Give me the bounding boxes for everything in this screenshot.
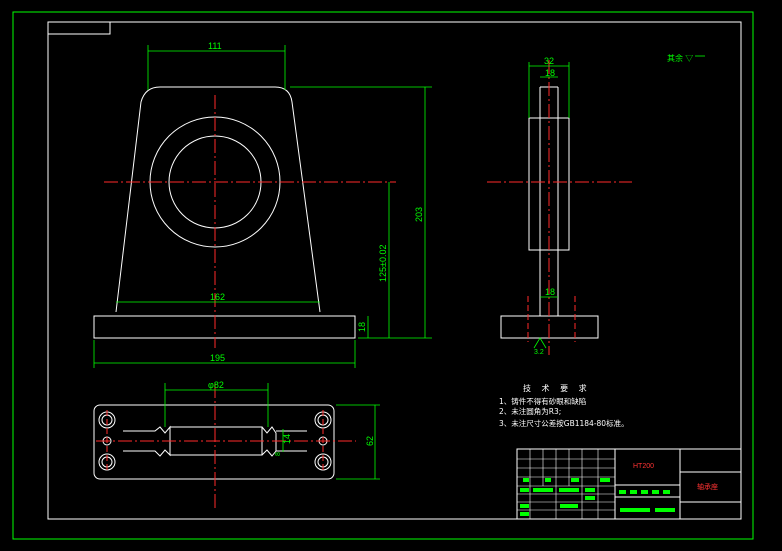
dim-center-height: 125±0.02 [378, 245, 388, 282]
top-right-seal [261, 426, 307, 457]
dim-base-thickness: 18 [357, 322, 367, 332]
dim-bore-diameter: φ82 [208, 380, 224, 390]
technical-requirements: 技 术 要 求 1、铸件不得有砂眼和缺陷 2、未注圆角为R3; 3、未注尺寸公差… [499, 383, 629, 428]
title-block: HT200 轴承座 [516, 448, 742, 520]
surface-finish-note: 其余 ▽ [667, 53, 693, 63]
dim-side-inner: 18 [545, 68, 555, 78]
top-view: φ82 14 8 62 [93, 380, 380, 510]
tech-req-title: 技 术 要 求 [523, 383, 591, 393]
dim-base-width: 195 [210, 353, 225, 363]
part-name-label: 轴承座 [697, 482, 718, 491]
top-base-outline [93, 404, 335, 480]
material-label: HT200 [633, 463, 654, 470]
front-base-plate [93, 315, 356, 339]
tech-req-item-2: 2、未注圆角为R3; [499, 406, 561, 416]
dim-groove-width: 14 [282, 434, 292, 444]
dim-top-width: 111 [208, 41, 222, 51]
dim-top-height: 62 [365, 436, 375, 446]
dim-total-height: 203 [414, 207, 424, 222]
dim-side-rib: 18 [545, 287, 555, 297]
side-view: 32 18 18 3.2 其余 ▽ [487, 53, 705, 356]
dim-groove-depth: 8 [275, 452, 282, 456]
dim-side-outer: 32 [544, 56, 554, 66]
front-view: 111 203 125±0.02 162 18 195 [93, 41, 432, 368]
tech-req-item-3: 3、未注尺寸公差按GB1184-80标准。 [499, 418, 629, 428]
drawing-number-box [47, 21, 111, 35]
tech-req-item-1: 1、铸件不得有砂眼和缺陷 [499, 396, 586, 406]
dim-inner-width: 162 [210, 292, 225, 302]
outer-frame [12, 11, 754, 540]
roughness-value: 3.2 [534, 349, 544, 356]
front-body-outline [115, 86, 321, 313]
inner-frame [47, 21, 742, 520]
